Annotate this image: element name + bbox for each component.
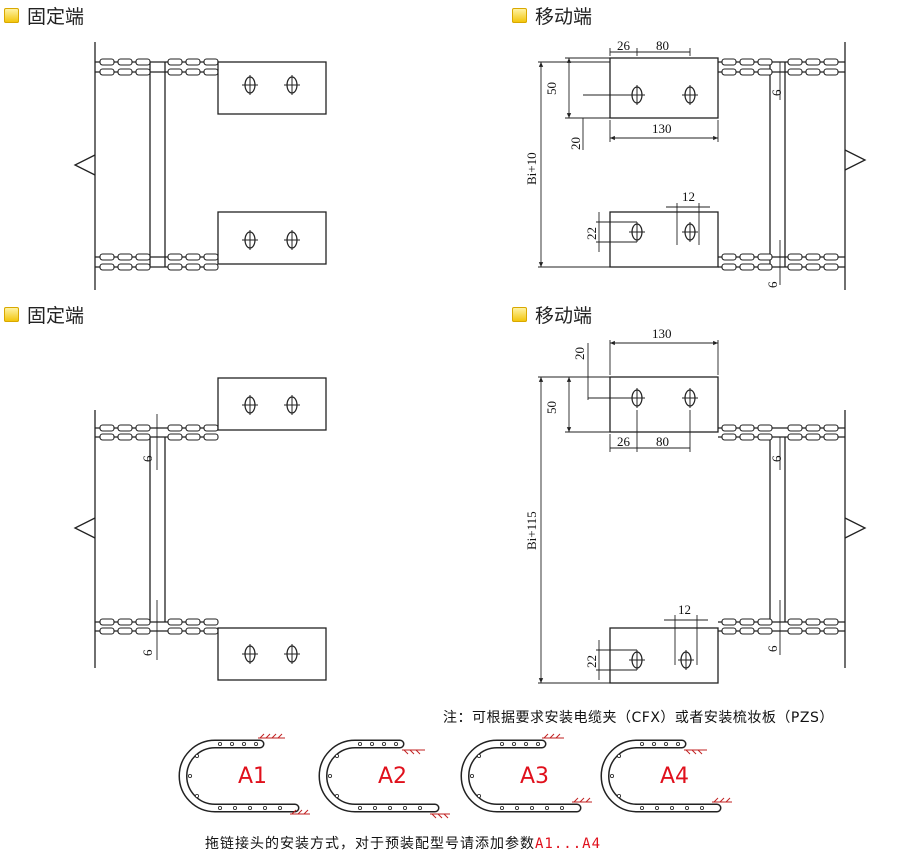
dim-label: 22 <box>584 655 599 668</box>
mounting-label: A2 <box>378 764 407 789</box>
dimensions-moving-top <box>538 48 781 285</box>
caption-code-end: A4 <box>582 836 602 852</box>
mounting-option-a1: A1 <box>178 733 310 815</box>
section-title-moving-top: 移动端 <box>512 2 592 29</box>
dim-label: 20 <box>568 137 583 150</box>
section-title-fixed-top: 固定端 <box>4 2 84 29</box>
bullet-icon <box>512 307 527 322</box>
dim-label: 6 <box>140 649 155 656</box>
dim-label: 12 <box>682 189 695 204</box>
drawing-moving-end-bottom <box>609 376 867 684</box>
section-title-label: 固定端 <box>27 6 85 28</box>
section-title-label: 移动端 <box>535 6 593 28</box>
dim-label: 22 <box>584 227 599 240</box>
section-title-fixed-bottom: 固定端 <box>4 301 84 328</box>
dim-label: 20 <box>572 347 587 360</box>
installation-note: 注：可根据要求安装电缆夹（CFX）或者安装梳妆板（PZS） <box>443 710 834 726</box>
dim-label: 80 <box>656 434 669 449</box>
dim-label: 130 <box>652 121 672 136</box>
dim-label: 6 <box>769 89 784 96</box>
dim-label: Bi+115 <box>524 511 539 550</box>
section-title-label: 移动端 <box>535 305 593 327</box>
dim-label: 6 <box>765 645 780 652</box>
dim-label: 50 <box>544 82 559 95</box>
mounting-option-a2: A2 <box>318 739 450 819</box>
section-title-label: 固定端 <box>27 305 85 327</box>
mounting-label: A3 <box>520 764 549 789</box>
dimensions-moving-bottom <box>538 340 781 684</box>
mounting-label: A4 <box>660 764 689 789</box>
dim-label: 6 <box>765 281 780 288</box>
bullet-icon <box>4 307 19 322</box>
caption-code-start: A1 <box>535 836 554 852</box>
dim-label: 12 <box>678 602 691 617</box>
dim-label: 26 <box>617 38 631 53</box>
drawing-fixed-end-bottom <box>73 377 327 681</box>
bullet-icon <box>512 8 527 23</box>
dim-label: Bi+10 <box>524 152 539 185</box>
mounting-caption: 拖链接头的安装方式，对于预装配型号请添加参数A1...A4 <box>205 833 601 853</box>
dim-label: 50 <box>544 401 559 414</box>
drawing-moving-end-top <box>609 42 867 290</box>
caption-ellipsis: ... <box>553 836 583 852</box>
section-title-moving-bottom: 移动端 <box>512 301 592 328</box>
caption-text: 拖链接头的安装方式，对于预装配型号请添加参数 <box>205 836 535 852</box>
mounting-label: A1 <box>238 764 267 789</box>
mounting-option-a4: A4 <box>600 739 732 813</box>
dim-label: 26 <box>617 434 631 449</box>
dim-label: 80 <box>656 38 669 53</box>
dim-label: 130 <box>652 326 672 341</box>
drawing-fixed-end-top <box>73 42 327 290</box>
mounting-option-a3: A3 <box>460 733 592 813</box>
bullet-icon <box>4 8 19 23</box>
dim-label: 6 <box>140 455 155 462</box>
dim-label: 6 <box>769 455 784 462</box>
